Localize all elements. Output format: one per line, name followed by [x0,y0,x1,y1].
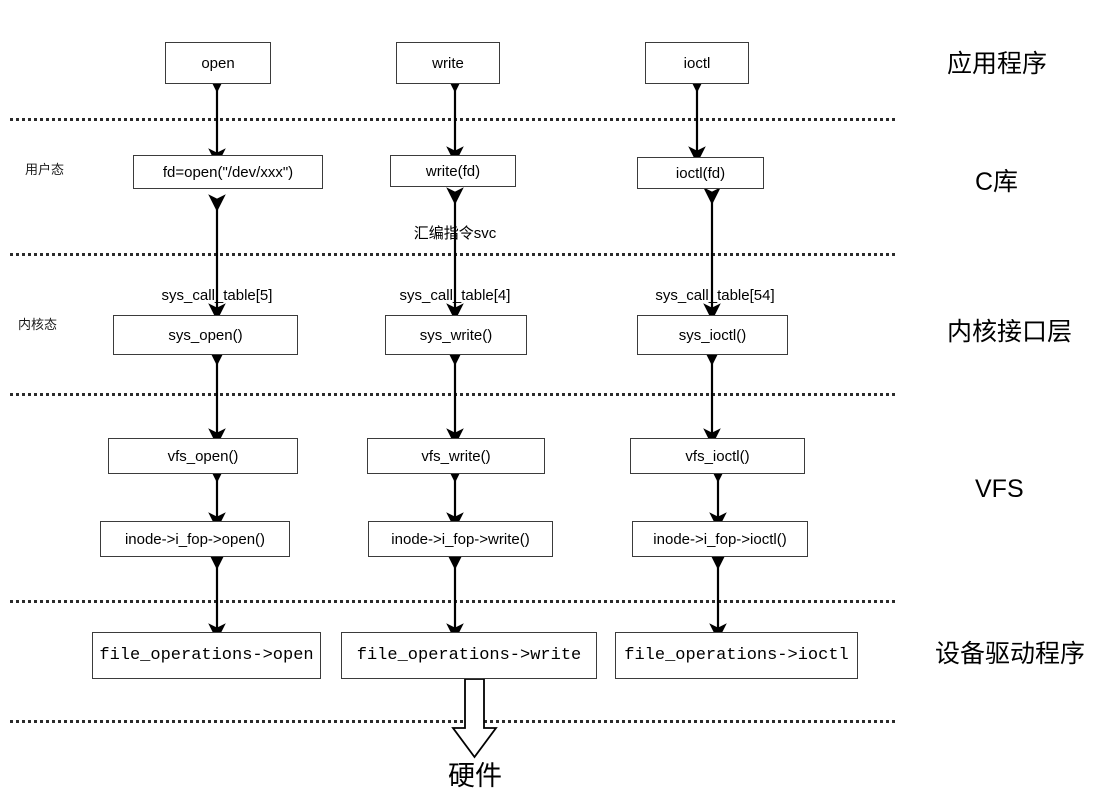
syscall-box-ioctl[interactable]: sys_ioctl() [637,315,788,355]
hardware-label-text: 硬件 [448,761,502,791]
app-box-write[interactable]: write [396,42,500,84]
annotation-svc-label: 汇编指令svc [413,225,497,242]
inode-box-open-label: inode->i_fop->open() [124,530,266,548]
syscall-caption-open-label: sys_call_table[5] [161,287,273,304]
fops-box-write-label: file_operations->write [356,646,582,665]
layer-label-vfs: VFS [975,477,1024,502]
layer-label-device-driver-text: 设备驱动程序 [935,640,1086,668]
app-box-open-label: open [201,54,235,72]
syscall-box-open[interactable]: sys_open() [113,315,298,355]
separator-line-syscall-vfs [10,393,895,396]
libc-box-write[interactable]: write(fd) [390,155,516,187]
app-box-ioctl-label: ioctl [683,54,711,72]
fops-box-ioctl[interactable]: file_operations->ioctl [615,632,858,679]
syscall-caption-ioctl-label: sys_call_table[54] [655,287,775,304]
side-label-user-mode: 用户态 [25,163,64,176]
layer-label-c-library: C库 [975,170,1018,195]
app-box-ioctl[interactable]: ioctl [645,42,749,84]
layer-label-kernel-interface: 内核接口层 [947,320,1072,345]
layer-label-vfs-text: VFS [975,475,1024,503]
separator-line-user-kernel [10,253,895,256]
inode-box-write-label: inode->i_fop->write() [391,530,530,548]
fops-box-write[interactable]: file_operations->write [341,632,597,679]
separator-line-app-libc [10,118,895,121]
layer-label-device-driver: 设备驱动程序 [935,642,1085,667]
vfs-box-ioctl[interactable]: vfs_ioctl() [630,438,805,474]
side-label-kernel-mode: 内核态 [18,318,57,331]
syscall-caption-ioctl: sys_call_table[54] [622,288,808,303]
syscall-caption-write: sys_call_table[4] [365,288,545,303]
fops-box-open-label: file_operations->open [99,646,314,665]
syscall-caption-write-label: sys_call_table[4] [399,287,511,304]
syscall-box-write-label: sys_write() [419,326,493,344]
fops-box-ioctl-label: file_operations->ioctl [624,646,849,665]
libc-box-ioctl-label: ioctl(fd) [675,164,726,182]
fops-box-open[interactable]: file_operations->open [92,632,321,679]
annotation-svc: 汇编指令svc [395,226,515,241]
vfs-box-write[interactable]: vfs_write() [367,438,545,474]
layer-label-application-text: 应用程序 [947,50,1048,78]
inode-box-open[interactable]: inode->i_fop->open() [100,521,290,557]
layer-label-c-library-text: C库 [975,168,1019,196]
layer-label-kernel-interface-text: 内核接口层 [947,318,1073,346]
inode-box-ioctl[interactable]: inode->i_fop->ioctl() [632,521,808,557]
vfs-box-open-label: vfs_open() [167,447,239,465]
vfs-box-write-label: vfs_write() [421,447,491,465]
libc-box-open[interactable]: fd=open("/dev/xxx") [133,155,323,189]
layer-label-application: 应用程序 [947,52,1047,77]
side-label-user-mode-text: 用户态 [25,162,65,177]
side-label-kernel-mode-text: 内核态 [18,317,58,332]
inode-box-ioctl-label: inode->i_fop->ioctl() [653,530,787,548]
libc-box-open-label: fd=open("/dev/xxx") [162,163,294,181]
vfs-box-open[interactable]: vfs_open() [108,438,298,474]
app-box-write-label: write [432,54,464,72]
app-box-open[interactable]: open [165,42,271,84]
syscall-box-ioctl-label: sys_ioctl() [678,326,747,344]
syscall-box-open-label: sys_open() [168,326,243,344]
separator-line-vfs-driver [10,600,895,603]
libc-box-write-label: write(fd) [425,162,481,180]
libc-box-ioctl[interactable]: ioctl(fd) [637,157,764,189]
inode-box-write[interactable]: inode->i_fop->write() [368,521,553,557]
syscall-caption-open: sys_call_table[5] [127,288,307,303]
separator-line-driver-hardware [10,720,895,723]
hardware-label: 硬件 [448,763,502,790]
vfs-box-ioctl-label: vfs_ioctl() [685,447,750,465]
syscall-box-write[interactable]: sys_write() [385,315,527,355]
